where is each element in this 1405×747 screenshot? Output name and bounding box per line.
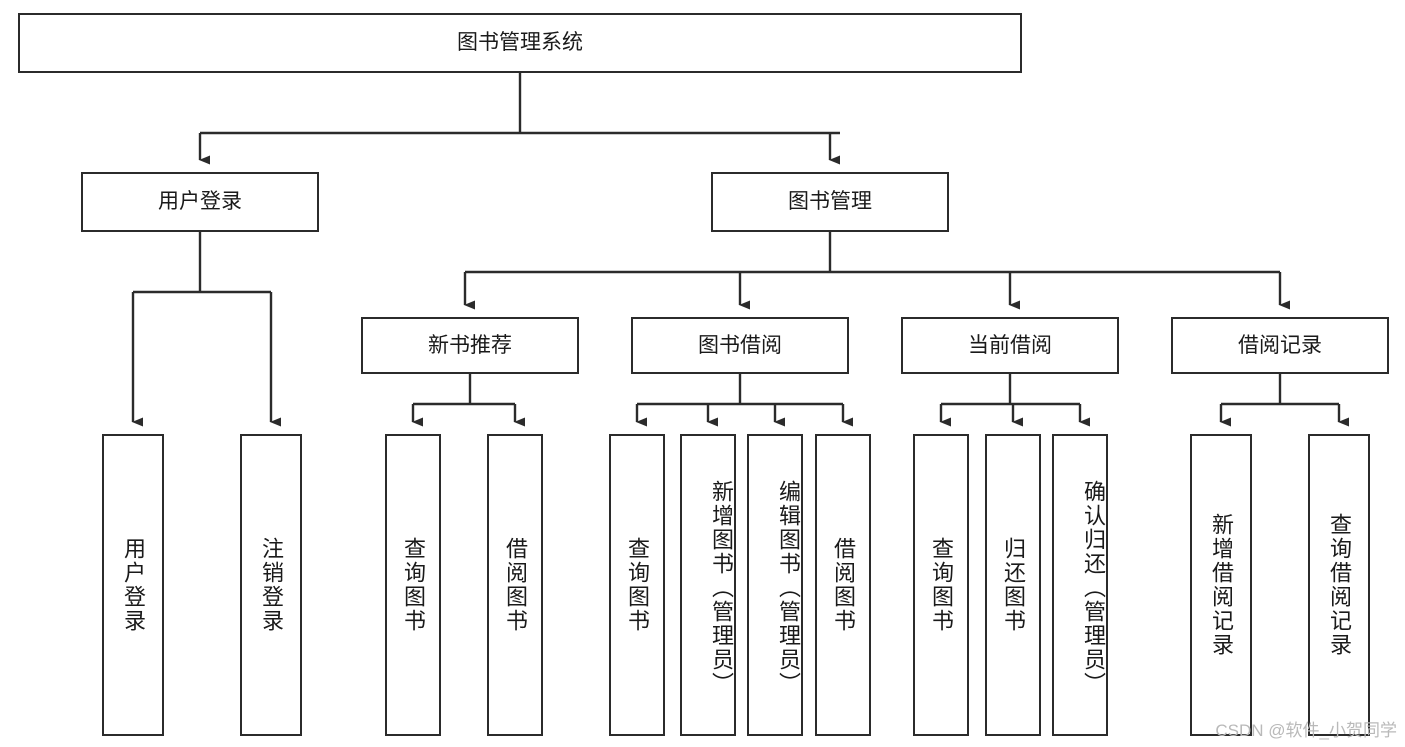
edge-root-to-level2 <box>198 73 840 165</box>
node-leaf-add-record-label: 新增借阅记录 <box>1208 513 1234 657</box>
node-borrow-record[interactable]: 借阅记录 <box>1171 317 1389 374</box>
node-leaf-return-book-label: 归还图书 <box>1000 537 1026 633</box>
node-leaf-add-record[interactable]: 新增借阅记录 <box>1190 434 1252 736</box>
node-leaf-borrow-book-2[interactable]: 借阅图书 <box>815 434 871 736</box>
node-book-manage-label: 图书管理 <box>788 190 872 214</box>
node-leaf-query-record[interactable]: 查询借阅记录 <box>1308 434 1370 736</box>
edge-bookmanage-to-level3 <box>463 232 1290 310</box>
node-user-login[interactable]: 用户登录 <box>81 172 319 232</box>
node-leaf-borrow-book-1[interactable]: 借阅图书 <box>487 434 543 736</box>
node-leaf-confirm-return[interactable]: 确认归还（管理员） <box>1052 434 1108 736</box>
node-leaf-add-book[interactable]: 新增图书（管理员） <box>680 434 736 736</box>
node-user-login-label: 用户登录 <box>158 190 242 214</box>
node-leaf-confirm-return-label: 确认归还（管理员） <box>1081 480 1106 696</box>
node-leaf-query-book-2-label: 查询图书 <box>624 537 650 633</box>
node-leaf-edit-book[interactable]: 编辑图书（管理员） <box>747 434 803 736</box>
node-borrow-record-label: 借阅记录 <box>1238 333 1322 357</box>
node-leaf-query-book-1-label: 查询图书 <box>400 537 426 633</box>
node-leaf-query-book-2[interactable]: 查询图书 <box>609 434 665 736</box>
edge-borrowrecord-to-leaves <box>1219 374 1349 427</box>
node-book-borrow[interactable]: 图书借阅 <box>631 317 849 374</box>
node-leaf-query-book-3[interactable]: 查询图书 <box>913 434 969 736</box>
node-leaf-logout[interactable]: 注销登录 <box>240 434 302 736</box>
edge-userlogin-to-leaves <box>131 232 281 427</box>
node-leaf-user-login[interactable]: 用户登录 <box>102 434 164 736</box>
edge-bookborrow-to-leaves <box>635 374 853 427</box>
node-leaf-query-book-1[interactable]: 查询图书 <box>385 434 441 736</box>
node-leaf-borrow-book-2-label: 借阅图书 <box>830 537 856 633</box>
node-leaf-return-book[interactable]: 归还图书 <box>985 434 1041 736</box>
node-new-book-rec-label: 新书推荐 <box>428 333 512 357</box>
node-root[interactable]: 图书管理系统 <box>18 13 1022 73</box>
csdn-watermark: CSDN @软件_小贺同学 <box>1215 721 1397 740</box>
node-leaf-logout-label: 注销登录 <box>258 537 284 633</box>
node-current-borrow-label: 当前借阅 <box>968 333 1052 357</box>
edge-newbook-to-leaves <box>411 374 525 427</box>
node-leaf-edit-book-label: 编辑图书（管理员） <box>776 480 801 696</box>
node-leaf-add-book-label: 新增图书（管理员） <box>709 480 734 696</box>
node-book-borrow-label: 图书借阅 <box>698 333 782 357</box>
node-book-manage[interactable]: 图书管理 <box>711 172 949 232</box>
node-leaf-query-book-3-label: 查询图书 <box>928 537 954 633</box>
node-leaf-query-record-label: 查询借阅记录 <box>1326 513 1352 657</box>
edge-currentborrow-to-leaves <box>939 374 1090 427</box>
node-current-borrow[interactable]: 当前借阅 <box>901 317 1119 374</box>
node-new-book-rec[interactable]: 新书推荐 <box>361 317 579 374</box>
node-leaf-user-login-label: 用户登录 <box>120 537 146 633</box>
node-leaf-borrow-book-1-label: 借阅图书 <box>502 537 528 633</box>
node-root-label: 图书管理系统 <box>457 31 583 55</box>
